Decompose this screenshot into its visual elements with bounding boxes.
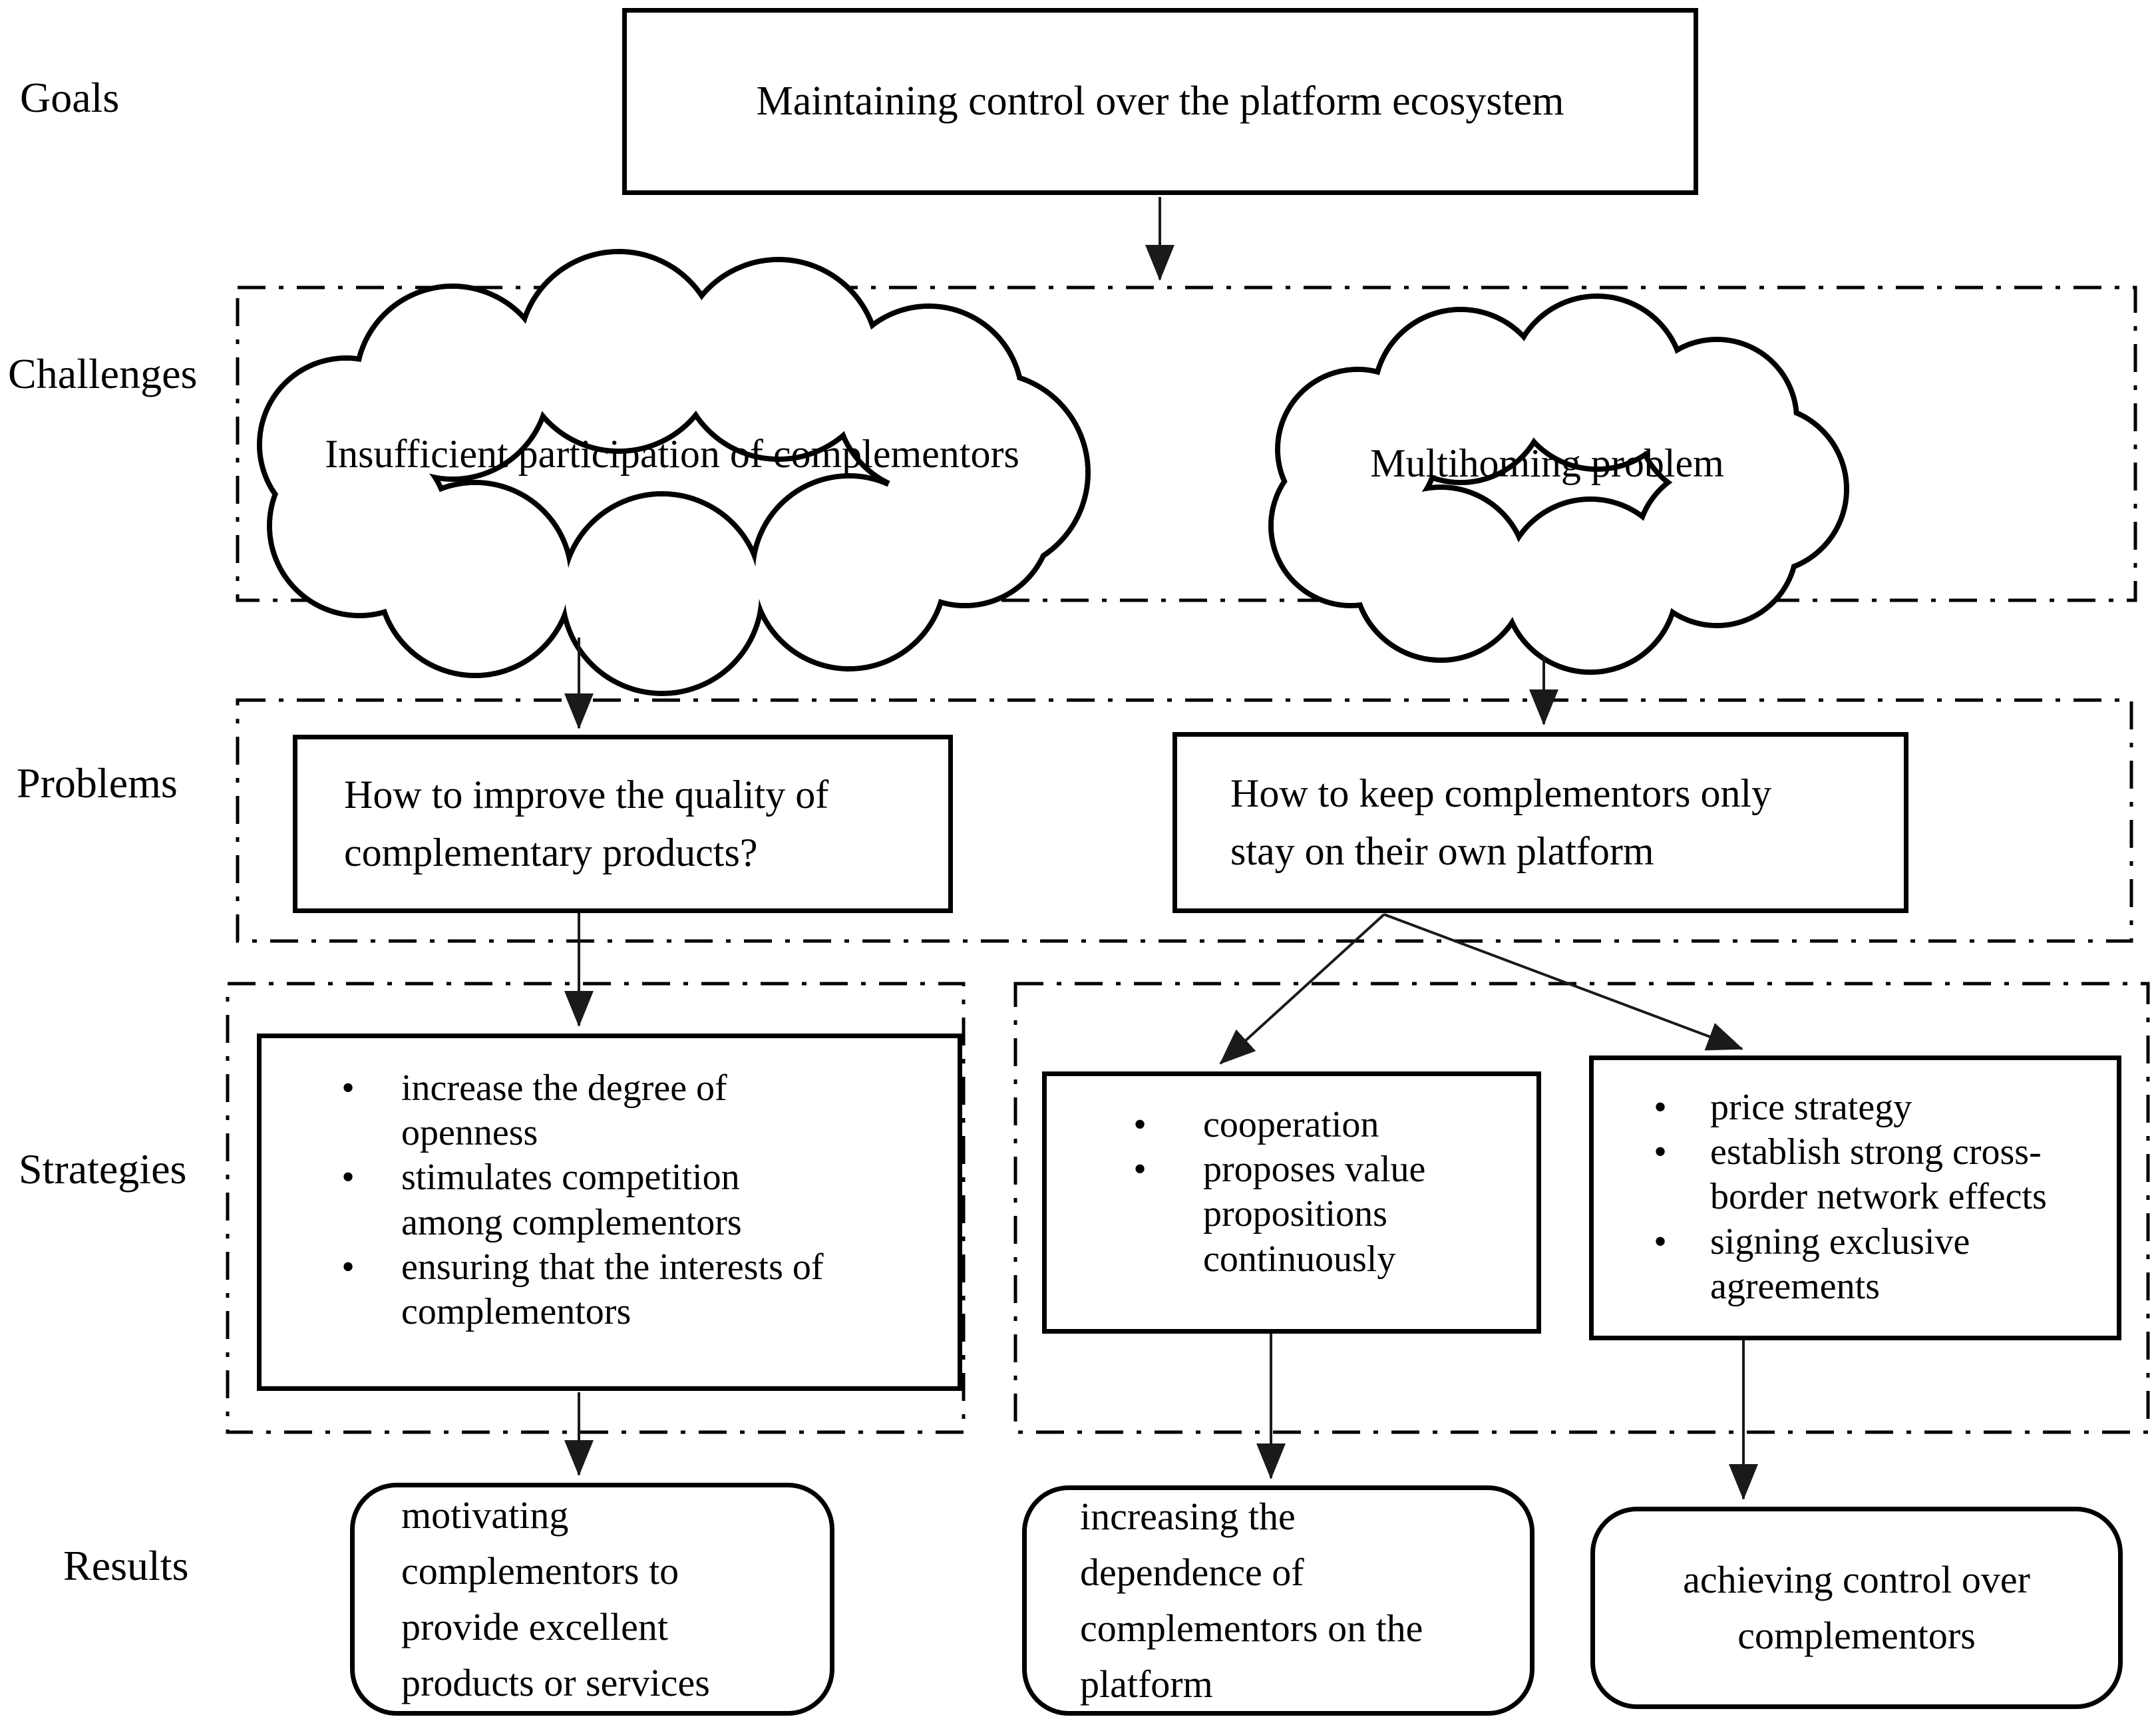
strategy-middle-bullet-2: proposes value propositions continuously bbox=[1203, 1149, 1426, 1280]
result-box-right: achieving control over complementors bbox=[1590, 1507, 2123, 1709]
right-cloud-text: Multihoming problem bbox=[1370, 441, 1724, 485]
list-item: • establish strong cross- border network… bbox=[1647, 1130, 2113, 1219]
strategies-left-container-border bbox=[226, 982, 966, 1434]
bullet-icon: • bbox=[1654, 1221, 1667, 1262]
bullet-icon: • bbox=[341, 1246, 355, 1288]
left-cloud-text: Insufficient participation of complement… bbox=[325, 432, 1019, 476]
strategy-box-left: • increase the degree of openness • stim… bbox=[257, 1034, 962, 1391]
strategy-left-bullet-3: ensuring that the interests of complemen… bbox=[401, 1246, 824, 1332]
bullet-icon: • bbox=[1654, 1131, 1667, 1173]
row-label-problems: Problems bbox=[17, 759, 178, 807]
problem-box-left: How to improve the quality of complement… bbox=[293, 735, 953, 913]
goal-box-text: Maintaining control over the platform ec… bbox=[756, 79, 1564, 124]
arrow-right-problem-to-right-strategy bbox=[1383, 913, 1743, 1051]
result-box-right-text: achieving control over complementors bbox=[1683, 1557, 2030, 1657]
result-box-left: motivating complementors to provide exce… bbox=[350, 1483, 834, 1716]
list-item: • signing exclusive agreements bbox=[1647, 1220, 2113, 1309]
result-box-left-text: motivating complementors to provide exce… bbox=[401, 1493, 710, 1705]
row-label-results: Results bbox=[63, 1542, 189, 1589]
goal-box: Maintaining control over the platform ec… bbox=[622, 8, 1698, 195]
list-item: • increase the degree of openness bbox=[335, 1066, 951, 1155]
strategy-left-bullet-1: increase the degree of openness bbox=[401, 1067, 727, 1154]
bullet-icon: • bbox=[341, 1067, 355, 1109]
bullet-icon: • bbox=[1654, 1087, 1667, 1128]
bullet-icon: • bbox=[1133, 1104, 1147, 1145]
result-box-middle: increasing the dependence of complemento… bbox=[1022, 1485, 1534, 1716]
problem-box-right-text: How to keep complementors only stay on t… bbox=[1230, 771, 1772, 873]
list-item: • proposes value propositions continuous… bbox=[1127, 1147, 1530, 1282]
list-item: • price strategy bbox=[1647, 1085, 2113, 1130]
bullet-icon: • bbox=[341, 1157, 355, 1199]
strategy-box-right: • price strategy • establish strong cros… bbox=[1589, 1055, 2121, 1340]
right-cloud-shape bbox=[1268, 293, 1849, 675]
list-item: • stimulates competition among complemen… bbox=[335, 1155, 951, 1244]
problem-box-left-text: How to improve the quality of complement… bbox=[344, 773, 829, 874]
strategy-left-bullet-2: stimulates competition among complemento… bbox=[401, 1157, 742, 1243]
left-cloud-shape bbox=[257, 249, 1091, 696]
strategies-right-container-border bbox=[1013, 982, 2150, 1434]
strategy-right-bullet-1: price strategy bbox=[1710, 1087, 1912, 1128]
row-label-strategies: Strategies bbox=[19, 1145, 187, 1193]
list-item: • cooperation bbox=[1127, 1103, 1530, 1147]
strategy-right-bullet-3: signing exclusive agreements bbox=[1710, 1221, 1970, 1307]
arrow-right-problem-to-middle-strategy bbox=[1219, 913, 1385, 1065]
row-label-goals: Goals bbox=[20, 74, 120, 121]
problem-box-right: How to keep complementors only stay on t… bbox=[1172, 732, 1908, 913]
list-item: • ensuring that the interests of complem… bbox=[335, 1245, 951, 1334]
challenges-container-border bbox=[236, 286, 2137, 602]
result-box-middle-text: increasing the dependence of complemento… bbox=[1080, 1494, 1423, 1706]
strategy-box-middle: • cooperation • proposes value propositi… bbox=[1042, 1071, 1541, 1334]
strategy-middle-bullet-1: cooperation bbox=[1203, 1104, 1379, 1145]
bullet-icon: • bbox=[1133, 1149, 1147, 1191]
strategy-right-bullet-2: establish strong cross- border network e… bbox=[1710, 1131, 2047, 1218]
row-label-challenges: Challenges bbox=[8, 350, 198, 397]
problems-container-border bbox=[236, 698, 2133, 943]
